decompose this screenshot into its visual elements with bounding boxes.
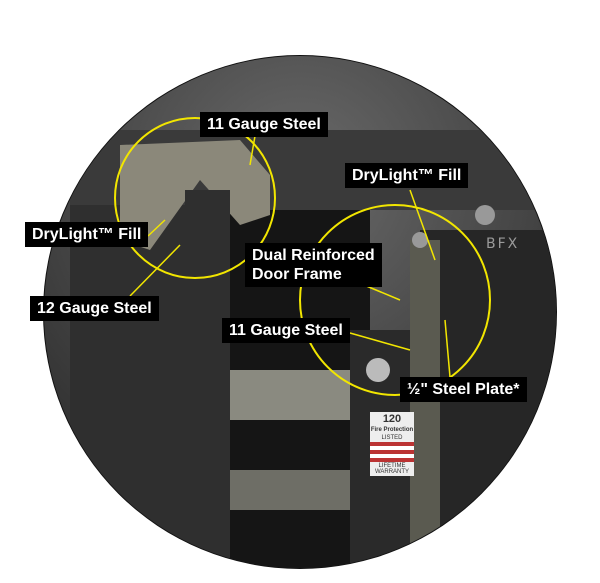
hinge-bolt xyxy=(366,358,390,382)
callout-steel-plate: ½" Steel Plate* xyxy=(400,377,527,402)
flag-icon xyxy=(370,442,414,462)
door-edge xyxy=(410,240,440,568)
callout-door-frame-line1: Dual Reinforced xyxy=(252,247,375,264)
callout-door-frame-line2: Door Frame xyxy=(252,266,342,283)
fire-rating-sticker: 120 Fire Protection LISTED LIFETIME WARR… xyxy=(370,412,414,476)
sticker-listed: LISTED xyxy=(381,435,403,441)
highlight-circle-door xyxy=(299,204,491,396)
safe-side xyxy=(70,205,230,568)
shelf xyxy=(230,370,370,420)
bolt xyxy=(475,205,495,225)
sticker-fire: Fire Protection xyxy=(370,427,414,433)
callout-right-fill: DryLight™ Fill xyxy=(345,163,469,188)
callout-left-steel: 12 Gauge Steel xyxy=(30,296,159,321)
callout-top-steel: 11 Gauge Steel xyxy=(200,112,328,137)
door xyxy=(420,230,556,568)
shelf xyxy=(230,470,370,510)
highlight-circle-wall xyxy=(114,117,276,279)
sticker-rating: 120 xyxy=(382,413,402,425)
callout-door-frame: Dual Reinforced Door Frame xyxy=(245,243,382,287)
cutaway-wall xyxy=(120,140,270,250)
door-brand-logo: BFX xyxy=(486,236,520,252)
sticker-lifetime: LIFETIME WARRANTY xyxy=(374,463,410,475)
callout-left-fill: DryLight™ Fill xyxy=(25,222,149,247)
callout-door-steel: 11 Gauge Steel xyxy=(222,318,350,343)
bolt xyxy=(412,232,428,248)
